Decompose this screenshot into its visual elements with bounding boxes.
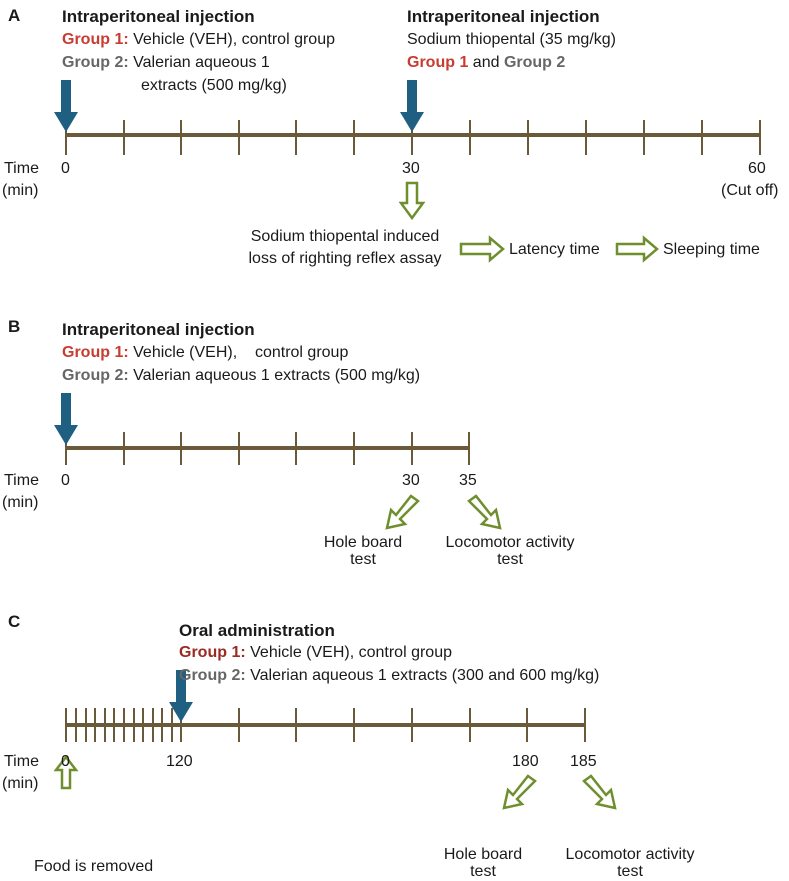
tick-label-c-180: 180 [512, 753, 539, 770]
assay-label-2: loss of righting reflex assay [248, 250, 442, 267]
group1-label: Group 1: [179, 644, 246, 661]
group1-label: Group 1: [62, 344, 129, 361]
step-arrow-b-loco [467, 494, 502, 530]
injection-arrow-a-0 [54, 80, 78, 132]
panel-c-group1-line: Group 1: Vehicle (VEH), control group [179, 643, 452, 663]
locomotor-label-b: Locomotor activity test [425, 534, 595, 568]
panel-c-group2-line: Group 2: Valerian aqueous 1 extracts (30… [179, 666, 599, 686]
step-arrow-a-right-1 [459, 235, 505, 263]
step-arrow-c-hole [502, 774, 537, 810]
injection-arrow-b-0 [54, 393, 78, 445]
locomotor-line-1: Locomotor activity [565, 846, 695, 863]
hole-board-line-1: Hole board [443, 846, 523, 863]
tick-label-c-185: 185 [570, 753, 597, 770]
group2-label: Group 2: [62, 54, 129, 71]
panel-letter-c: C [8, 612, 21, 631]
locomotor-line-2: test [497, 551, 523, 568]
tick-label-b-0: 0 [61, 472, 70, 489]
step-arrow-c-loco [582, 774, 617, 810]
timeline-a [65, 120, 761, 155]
panel-b-group1-line: Group 1: Vehicle (VEH), control group [62, 343, 348, 363]
time-label-c: Time [4, 753, 39, 770]
step-arrow-b-hole [385, 494, 420, 530]
group2-text: Valerian aqueous 1 extracts (300 and 600… [250, 667, 600, 684]
panel-letter-b: B [8, 317, 21, 336]
group1-text: Vehicle (VEH), control group [250, 644, 452, 661]
group2-label: Group 2: [62, 367, 129, 384]
panel-a-right-groups: Group 1 and Group 2 [407, 53, 565, 73]
assay-label-1: Sodium thiopental induced [250, 228, 440, 245]
group1-label: Group 1: [62, 31, 129, 48]
tick-label-b-35: 35 [459, 472, 477, 489]
group1-text: Vehicle (VEH), control group [133, 344, 349, 361]
group2-text: Valerian aqueous 1 [133, 54, 270, 71]
panel-c-title: Oral administration [179, 621, 335, 640]
group2-text: Valerian aqueous 1 extracts (500 mg/kg) [133, 367, 421, 384]
step-arrow-a-down [398, 181, 426, 221]
panel-a-left-title: Intraperitoneal injection [62, 7, 255, 26]
right-group2: Group 2 [503, 54, 566, 71]
hole-board-label-c: Hole board test [428, 846, 538, 880]
time-unit-a: (min) [2, 182, 39, 199]
panel-a-group1-line: Group 1: Vehicle (VEH), control group [62, 30, 335, 50]
timeline-b [65, 432, 470, 465]
food-removed-label: Food is removed [34, 858, 154, 875]
right-and: and [468, 54, 504, 71]
locomotor-line-1: Locomotor activity [445, 534, 575, 551]
tick-label-a-0: 0 [61, 160, 70, 177]
sleeping-label: Sleeping time [663, 241, 760, 258]
tick-label-c-120: 120 [166, 753, 193, 770]
tick-label-b-30: 30 [402, 472, 420, 489]
hole-board-line-1: Hole board [323, 534, 403, 551]
panel-a-right-title: Intraperitoneal injection [407, 7, 600, 26]
time-unit-c: (min) [2, 775, 39, 792]
time-label-a: Time [4, 160, 39, 177]
locomotor-label-c: Locomotor activity test [545, 846, 715, 880]
latency-label: Latency time [509, 241, 600, 258]
cutoff-label: (Cut off) [721, 182, 779, 199]
hole-board-label-b: Hole board test [308, 534, 418, 568]
panel-a-right-line1: Sodium thiopental (35 mg/kg) [407, 31, 616, 48]
step-arrow-c-food [53, 754, 79, 790]
panel-a-group2-text-2: extracts (500 mg/kg) [141, 77, 287, 94]
panel-a-group2-line: Group 2: Valerian aqueous 1 [62, 53, 270, 73]
right-group1: Group 1 [407, 54, 469, 71]
timeline-c [65, 708, 586, 742]
panel-letter-a: A [8, 6, 21, 25]
tick-label-a-60: 60 [748, 160, 766, 177]
step-arrow-a-right-2 [615, 235, 659, 263]
panel-b-group2-line: Group 2: Valerian aqueous 1 extracts (50… [62, 366, 420, 386]
hole-board-line-2: test [350, 551, 376, 568]
tick-label-a-30: 30 [402, 160, 420, 177]
time-label-b: Time [4, 472, 39, 489]
group1-text: Vehicle (VEH), control group [133, 31, 335, 48]
panel-b-title: Intraperitoneal injection [62, 320, 255, 339]
group2-label: Group 2: [179, 667, 246, 684]
tick-label-c-0: 0 [61, 753, 70, 770]
injection-arrow-a-30 [400, 80, 424, 132]
hole-board-line-2: test [470, 863, 496, 880]
locomotor-line-2: test [617, 863, 643, 880]
time-unit-b: (min) [2, 494, 39, 511]
